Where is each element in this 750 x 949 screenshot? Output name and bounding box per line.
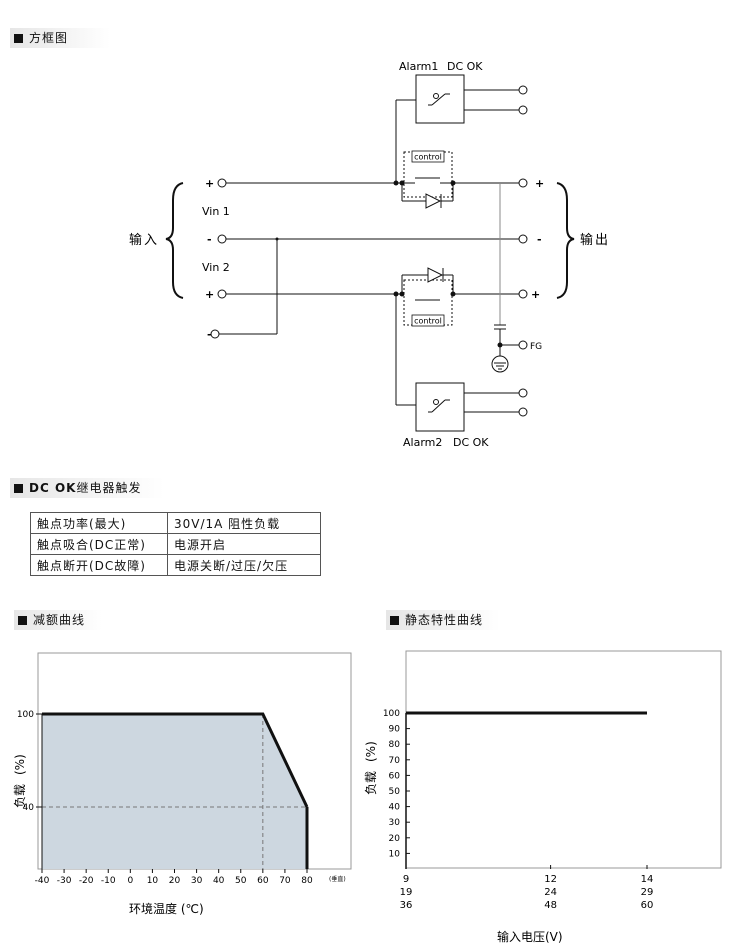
x-tick-label: 24 (544, 887, 557, 898)
out-plus-sign: + (535, 177, 544, 190)
y-tick-label: 30 (389, 818, 401, 828)
table-cell: 电源开启 (167, 533, 321, 555)
table-row: 触点断开(DC故障) 电源关断/过压/欠压 (30, 554, 321, 576)
x-tick-label: -30 (57, 876, 72, 886)
alarm1-status: DC OK (447, 60, 483, 73)
table-row: 触点功率(最大) 30V/1A 阻性负载 (30, 512, 321, 534)
x-tick-label: -10 (101, 876, 116, 886)
derating-area (42, 714, 307, 869)
block-diagram: control control Alarm1 DC OK Alarm2 DC O… (129, 60, 610, 449)
x-tick-label: 9 (403, 874, 409, 885)
x-tick-label: 19 (400, 887, 413, 898)
x-tick-label: 60 (257, 876, 269, 886)
relay-table: 触点功率(最大) 30V/1A 阻性负载 触点吸合(DC正常) 电源开启 触点断… (30, 512, 321, 576)
y-tick-label: 20 (389, 834, 401, 844)
x-tick-label: 14 (641, 874, 654, 885)
input-label: 输入 (129, 232, 159, 248)
y-tick-label: 40 (389, 803, 401, 813)
x-tick-label: 40 (213, 876, 225, 886)
x-tick-label: -20 (79, 876, 94, 886)
upper-control-label: control (414, 153, 442, 162)
block-diagram-header: 方框图 (10, 28, 110, 48)
x-tick-label: 20 (169, 876, 181, 886)
derating-ylabel: 负载 (13, 784, 27, 808)
vin2-label: Vin 2 (202, 261, 230, 274)
derating-header: 减额曲线 (14, 610, 102, 630)
table-cell: 触点断开(DC故障) (30, 554, 168, 576)
out-minus-sign: - (537, 233, 542, 246)
y-tick-label: 60 (389, 771, 401, 781)
derating-chart: -40 -30 -20 -10 0 10 20 30 40 50 60 70 80 40 100 环境温度 … (13, 652, 352, 916)
y-tick-label: 10 (389, 849, 401, 859)
y-tick-label: 40 (23, 803, 35, 813)
y-tick-label: 70 (389, 756, 401, 766)
y-tick-label: 80 (389, 740, 401, 750)
y-tick-label: 50 (389, 787, 401, 797)
fg-label: FG (530, 342, 542, 352)
x-tick-label: 0 (127, 876, 133, 886)
vin2-plus-sign: + (205, 288, 214, 301)
block-diagram-title: 方框图 (29, 31, 69, 45)
y-tick-label: 90 (389, 725, 401, 735)
square-bullet-icon (18, 616, 27, 625)
relay-title-rest: 继电器触发 (76, 481, 142, 495)
out2-plus-sign: + (531, 288, 540, 301)
vin1-plus-sign: + (205, 177, 214, 190)
x-tick-label: 60 (641, 900, 654, 911)
output-label: 输出 (580, 232, 610, 248)
x-tick-label: 10 (147, 876, 159, 886)
derating-xunit-note: (垂直) (329, 875, 346, 883)
table-cell: 电源关断/过压/欠压 (167, 554, 321, 576)
table-cell: 触点吸合(DC正常) (30, 533, 168, 555)
alarm1-label: Alarm1 (399, 60, 438, 73)
table-cell: 30V/1A 阻性负载 (167, 512, 321, 534)
alarm2-relay-box (415, 382, 465, 432)
x-tick-label: 36 (400, 900, 413, 911)
static-ylabel: 负载 (364, 771, 378, 795)
square-bullet-icon (14, 34, 23, 43)
static-header: 静态特性曲线 (386, 610, 500, 630)
y-tick-label: 100 (17, 710, 34, 720)
relay-title-bold: DC OK (29, 481, 77, 495)
derating-xlabel: 环境温度 (℃) (129, 901, 204, 916)
derating-title: 减额曲线 (33, 613, 86, 627)
square-bullet-icon (14, 484, 23, 493)
table-row: 触点吸合(DC正常) 电源开启 (30, 533, 321, 555)
x-tick-label: 70 (279, 876, 291, 886)
alarm1-relay-box (415, 74, 465, 124)
x-tick-label: 50 (235, 876, 247, 886)
static-yunit: (%) (364, 741, 378, 762)
y-tick-label: 100 (383, 709, 400, 719)
alarm2-status: DC OK (453, 436, 489, 449)
x-tick-label: -40 (35, 876, 50, 886)
square-bullet-icon (390, 616, 399, 625)
x-tick-label: 30 (191, 876, 203, 886)
vin-minus-sign: - (207, 233, 212, 246)
x-tick-label: 48 (544, 900, 557, 911)
x-tick-label: 12 (544, 874, 557, 885)
derating-line (42, 712, 309, 808)
vin2-minus-sign: - (207, 328, 212, 341)
static-title: 静态特性曲线 (405, 613, 484, 627)
table-cell: 触点功率(最大) (30, 512, 168, 534)
derating-yunit: (%) (13, 754, 27, 775)
x-tick-label: 80 (301, 876, 313, 886)
static-xlabel: 输入电压(V) (497, 929, 563, 944)
static-chart: 10 20 30 40 50 60 70 80 90 100 9 12 14 19 24 29 36 48 60 输… (364, 650, 722, 944)
alarm2-label: Alarm2 (403, 436, 442, 449)
vin1-label: Vin 1 (202, 205, 230, 218)
relay-header: DC OK继电器触发 (10, 478, 164, 498)
x-tick-label: 29 (641, 887, 654, 898)
lower-control-label: control (414, 317, 442, 326)
static-frame (405, 650, 722, 869)
